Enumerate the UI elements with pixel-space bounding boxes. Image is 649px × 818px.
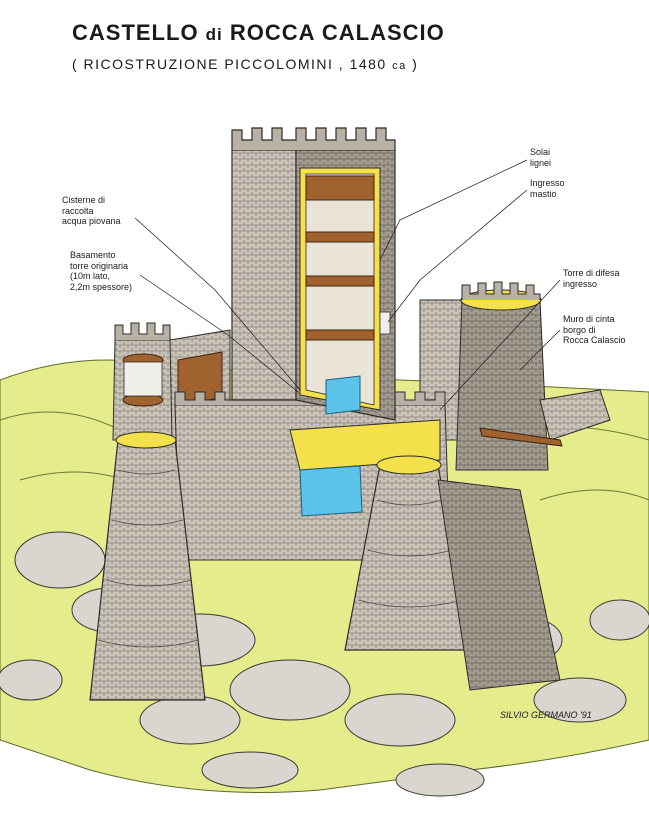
label-cisterne: Cisterne di raccolta acqua piovana — [62, 195, 121, 226]
wooden-floor — [305, 231, 375, 243]
wooden-floor — [305, 175, 375, 201]
keep-tower — [231, 127, 396, 421]
label-ingresso-mastio: Ingresso mastio — [530, 178, 565, 199]
front-left-cone-tower — [89, 431, 206, 701]
label-solai: Solai lignei — [530, 147, 552, 168]
leader-lines — [134, 159, 561, 411]
wooden-bridge — [479, 427, 563, 447]
back-round-tower — [455, 281, 549, 471]
left-turret — [112, 322, 173, 441]
diagram-title: CASTELLO di ROCCA CALASCIO — [72, 20, 445, 45]
wooden-floor — [305, 329, 375, 341]
label-torre-difesa: Torre di difesa ingresso — [563, 268, 620, 289]
label-basamento: Basamento torre originaria (10m lato, 2,… — [70, 250, 133, 292]
front-center-cone-tower — [344, 455, 471, 651]
cistern-keep — [325, 375, 361, 415]
diagram-subtitle: ( RICOSTRUZIONE PICCOLOMINI , 1480 ca ) — [72, 56, 419, 72]
wooden-floor — [305, 275, 375, 287]
keep-entrance — [379, 311, 391, 335]
artist-signature: SILVIO GERMANO '91 — [500, 710, 592, 720]
cistern-courtyard — [299, 465, 363, 517]
label-muro-cinta: Muro di cinta borgo di Rocca Calascio — [563, 314, 626, 345]
